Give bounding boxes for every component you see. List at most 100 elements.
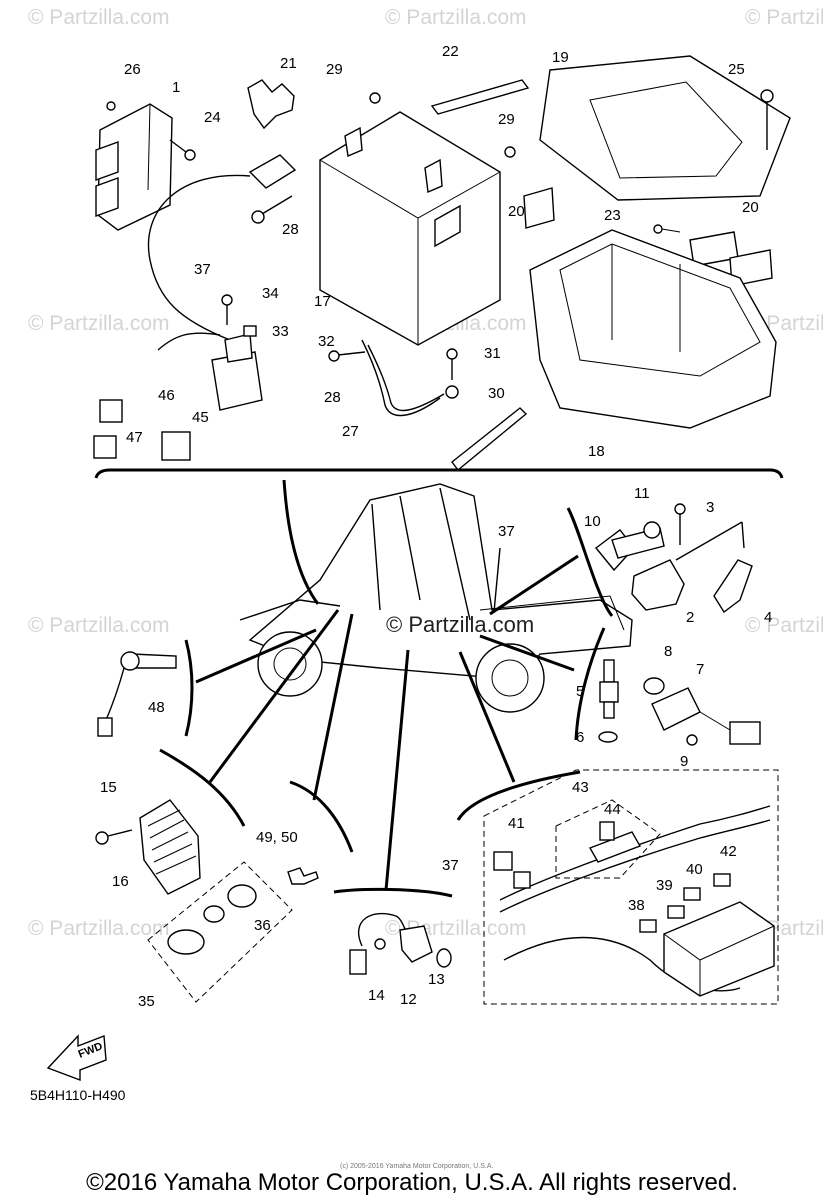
part-label: 24 xyxy=(204,109,221,126)
part-label: 39 xyxy=(656,877,673,894)
starter-relay xyxy=(211,325,263,411)
part-label: 17 xyxy=(314,293,331,310)
diagram-code: 5B4H110-H490 xyxy=(30,1087,126,1103)
watermark: © Partzilla.com xyxy=(745,614,823,637)
part-label: 37 xyxy=(498,523,515,540)
part-label: 36 xyxy=(254,917,271,934)
part-label: 38 xyxy=(628,897,645,914)
bolt xyxy=(251,195,293,224)
part-label: 5 xyxy=(576,683,584,700)
harness-kit-outline xyxy=(483,769,779,1005)
part-label: 4 xyxy=(764,609,772,626)
part-label: 11 xyxy=(634,485,650,502)
part-label: 23 xyxy=(604,207,621,224)
part-label: 27 xyxy=(342,423,359,440)
connector xyxy=(248,154,297,189)
part-label: 6 xyxy=(576,729,584,746)
part-label: 37 xyxy=(442,857,459,874)
pad xyxy=(523,187,555,229)
fine-print: (c) 2005-2016 Yamaha Motor Corporation, … xyxy=(340,1163,493,1170)
battery-box-cover xyxy=(539,55,791,201)
watermark: © Partzilla.com xyxy=(28,312,170,335)
battery-box xyxy=(529,229,777,429)
battery-cable xyxy=(361,339,441,417)
part-label: 40 xyxy=(686,861,703,878)
terminal xyxy=(445,385,459,399)
watermark: © Partzilla.com xyxy=(28,614,170,637)
part-label: 42 xyxy=(720,843,737,860)
harness-wire xyxy=(147,174,251,341)
part-label: 49, 50 xyxy=(256,829,298,846)
part-label: 45 xyxy=(192,409,209,426)
center-watermark: © Partzilla.com xyxy=(386,612,534,637)
part-label: 25 xyxy=(728,61,745,78)
sensor-group xyxy=(643,677,761,746)
part-label: 12 xyxy=(400,991,417,1008)
nut xyxy=(106,101,116,111)
part-label: 3 xyxy=(706,499,714,516)
bolt xyxy=(446,348,458,380)
part-label: 7 xyxy=(696,661,704,678)
watermark: © Partzilla.com xyxy=(28,917,170,940)
part-labels: 26 1 24 21 29 22 29 19 25 28 20 23 20 37… xyxy=(100,43,772,1010)
part-label: 1 xyxy=(172,79,180,96)
battery-strap xyxy=(430,79,530,115)
bolt xyxy=(760,89,774,150)
spark-plug-group xyxy=(598,659,619,743)
part-label: 29 xyxy=(498,111,515,128)
ignition-group xyxy=(594,503,753,614)
watermark-layer: © Partzilla.com © Partzilla.com © Partzi… xyxy=(28,6,823,940)
part-label: 20 xyxy=(508,203,525,220)
top-section xyxy=(93,55,791,472)
part-label: 2 xyxy=(686,609,694,626)
sensor-48 xyxy=(97,651,177,737)
watermark: © Partzilla.com xyxy=(385,6,527,29)
part-label: 22 xyxy=(442,43,459,60)
bolt xyxy=(653,224,681,234)
part-label: 31 xyxy=(484,345,501,362)
part-label: 28 xyxy=(324,389,341,406)
relay xyxy=(93,435,117,459)
bolt xyxy=(328,350,366,362)
sub-brackets xyxy=(159,507,614,898)
part-label: 15 xyxy=(100,779,117,796)
wire-clip xyxy=(247,79,295,130)
part-label: 21 xyxy=(280,55,297,72)
harness-sub-outline xyxy=(555,799,661,879)
part-label: 16 xyxy=(112,873,129,890)
relay xyxy=(99,399,123,423)
switch-kit xyxy=(167,884,257,955)
part-label: 14 xyxy=(368,987,385,1004)
relay xyxy=(161,431,191,461)
part-label: 28 xyxy=(282,221,299,238)
kit-outline xyxy=(147,861,293,1003)
part-label: 37 xyxy=(194,261,211,278)
part-label: 33 xyxy=(272,323,289,340)
ecu-unit xyxy=(95,103,173,231)
part-label: 13 xyxy=(428,971,445,988)
part-label: 41 xyxy=(508,815,525,832)
part-label: 8 xyxy=(664,643,672,660)
part-label: 48 xyxy=(148,699,165,716)
nut xyxy=(504,146,516,158)
speed-sensor xyxy=(349,912,452,975)
copyright-footer: ©2016 Yamaha Motor Corporation, U.S.A. A… xyxy=(86,1169,738,1196)
watermark: © Partzilla.com xyxy=(28,6,170,29)
part-label: 47 xyxy=(126,429,143,446)
rectifier xyxy=(95,799,201,895)
part-label: 30 xyxy=(488,385,505,402)
part-label: 20 xyxy=(742,199,759,216)
part-label: 32 xyxy=(318,333,335,350)
watermark: © Partzilla.com xyxy=(745,6,823,29)
bolt xyxy=(221,294,233,325)
fwd-arrow: FWD xyxy=(46,1034,107,1082)
key xyxy=(287,867,319,885)
part-label: 9 xyxy=(680,753,688,770)
battery-cable xyxy=(367,344,445,412)
part-label: 44 xyxy=(604,801,621,818)
part-label: 46 xyxy=(158,387,175,404)
harness-group xyxy=(493,805,775,997)
harness-wire xyxy=(157,332,221,351)
battery xyxy=(319,111,501,346)
